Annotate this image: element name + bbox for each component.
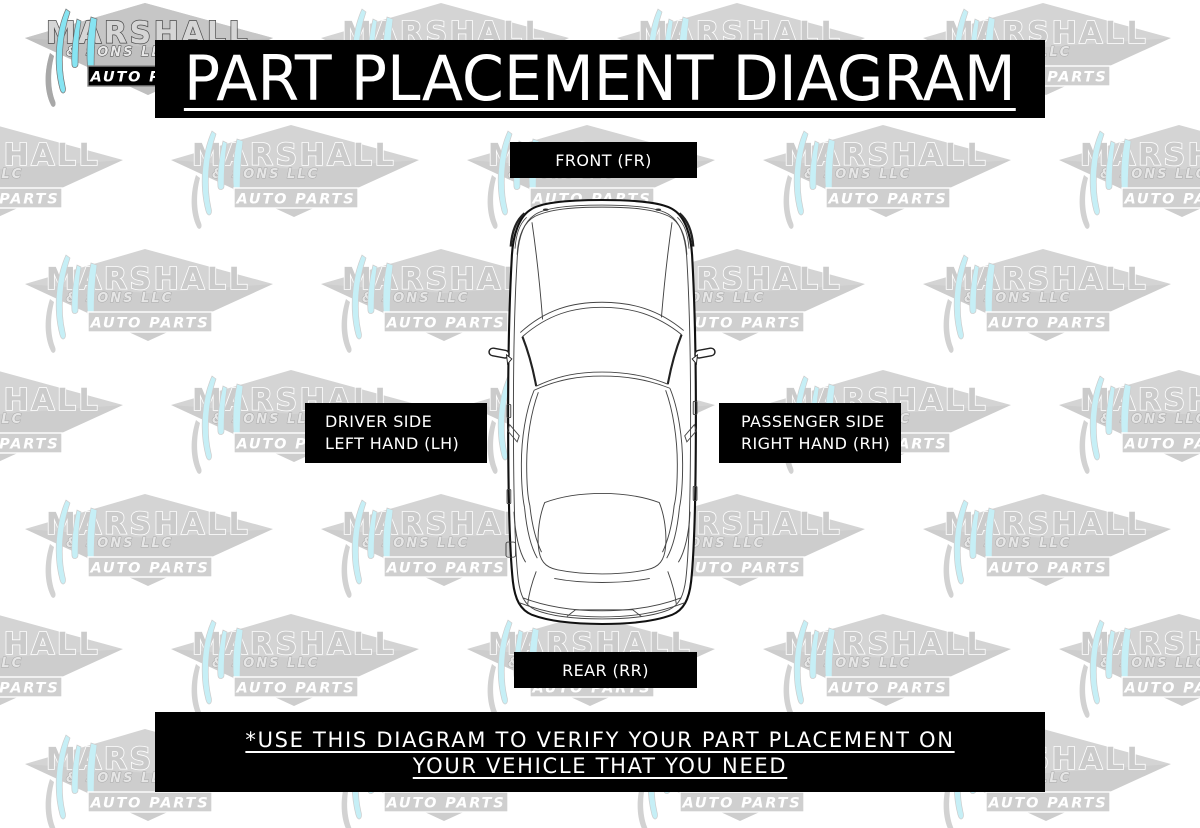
svg-text:AUTO PARTS: AUTO PARTS — [236, 681, 356, 697]
car-top-view-diagram — [488, 199, 716, 625]
passenger-side-label: PASSENGER SIDE RIGHT HAND (RH) — [719, 403, 901, 463]
svg-text:& SONS LLC: & SONS LLC — [0, 167, 23, 182]
svg-text:& SONS LLC: & SONS LLC — [964, 291, 1071, 306]
svg-text:AUTO PARTS: AUTO PARTS — [1124, 437, 1200, 453]
svg-text:& SONS LLC: & SONS LLC — [0, 656, 23, 671]
driver-label-line1: DRIVER SIDE — [325, 411, 433, 431]
svg-text:AUTO PARTS: AUTO PARTS — [90, 561, 210, 577]
svg-text:& SONS LLC: & SONS LLC — [66, 291, 173, 306]
svg-text:& SONS LLC: & SONS LLC — [362, 291, 469, 306]
footer-line2: YOUR VEHICLE THAT YOU NEED — [412, 753, 788, 778]
svg-text:AUTO PARTS: AUTO PARTS — [0, 681, 59, 697]
rear-label-text: REAR (RR) — [562, 660, 649, 680]
svg-text:MARSHALL: MARSHALL — [0, 627, 100, 662]
passenger-label-line1: PASSENGER SIDE — [741, 411, 885, 431]
svg-text:AUTO PARTS: AUTO PARTS — [828, 681, 948, 697]
footer-line1: *USE THIS DIAGRAM TO VERIFY YOUR PART PL… — [245, 728, 955, 753]
svg-text:AUTO PARTS: AUTO PARTS — [386, 796, 506, 812]
svg-text:AUTO PARTS: AUTO PARTS — [236, 192, 356, 208]
svg-text:& SONS LLC: & SONS LLC — [1100, 412, 1200, 427]
passenger-label-line2: RIGHT HAND (RH) — [741, 434, 891, 453]
svg-text:AUTO PARTS: AUTO PARTS — [0, 192, 59, 208]
page-title: PART PLACEMENT DIAGRAM — [184, 42, 1016, 115]
svg-text:MARSHALL: MARSHALL — [944, 507, 1148, 542]
svg-text:AUTO PARTS: AUTO PARTS — [386, 316, 506, 332]
svg-text:& SONS LLC: & SONS LLC — [66, 536, 173, 551]
front-label: FRONT (FR) — [510, 142, 697, 178]
svg-text:MARSHALL: MARSHALL — [0, 383, 100, 418]
driver-side-label: DRIVER SIDE LEFT HAND (LH) — [305, 403, 487, 463]
svg-text:AUTO PARTS: AUTO PARTS — [1124, 192, 1200, 208]
title-banner: PART PLACEMENT DIAGRAM — [155, 40, 1045, 118]
svg-text:AUTO PARTS: AUTO PARTS — [90, 316, 210, 332]
svg-text:AUTO PARTS: AUTO PARTS — [1124, 681, 1200, 697]
svg-text:& SONS LLC: & SONS LLC — [212, 167, 319, 182]
svg-text:AUTO PARTS: AUTO PARTS — [988, 796, 1108, 812]
svg-text:AUTO PARTS: AUTO PARTS — [682, 316, 802, 332]
svg-text:& SONS LLC: & SONS LLC — [362, 536, 469, 551]
svg-text:& SONS LLC: & SONS LLC — [212, 412, 319, 427]
svg-text:AUTO PARTS: AUTO PARTS — [90, 796, 210, 812]
rear-label: REAR (RR) — [514, 652, 697, 688]
svg-text:AUTO PARTS: AUTO PARTS — [828, 192, 948, 208]
footer-banner: *USE THIS DIAGRAM TO VERIFY YOUR PART PL… — [155, 712, 1045, 792]
driver-label-line2: LEFT HAND (LH) — [325, 434, 460, 453]
svg-text:& SONS LLC: & SONS LLC — [1100, 656, 1200, 671]
svg-text:& SONS LLC: & SONS LLC — [1100, 167, 1200, 182]
svg-text:AUTO PARTS: AUTO PARTS — [988, 316, 1108, 332]
svg-text:& SONS LLC: & SONS LLC — [212, 656, 319, 671]
svg-text:AUTO PARTS: AUTO PARTS — [0, 437, 59, 453]
svg-text:AUTO PARTS: AUTO PARTS — [988, 561, 1108, 577]
svg-text:AUTO PARTS: AUTO PARTS — [682, 561, 802, 577]
svg-text:& SONS LLC: & SONS LLC — [804, 167, 911, 182]
svg-text:AUTO PARTS: AUTO PARTS — [386, 561, 506, 577]
svg-text:& SONS LLC: & SONS LLC — [0, 412, 23, 427]
svg-text:& SONS LLC: & SONS LLC — [964, 536, 1071, 551]
front-label-text: FRONT (FR) — [555, 150, 652, 170]
svg-text:MARSHALL: MARSHALL — [0, 138, 100, 173]
svg-text:& SONS LLC: & SONS LLC — [804, 656, 911, 671]
svg-text:AUTO PARTS: AUTO PARTS — [682, 796, 802, 812]
